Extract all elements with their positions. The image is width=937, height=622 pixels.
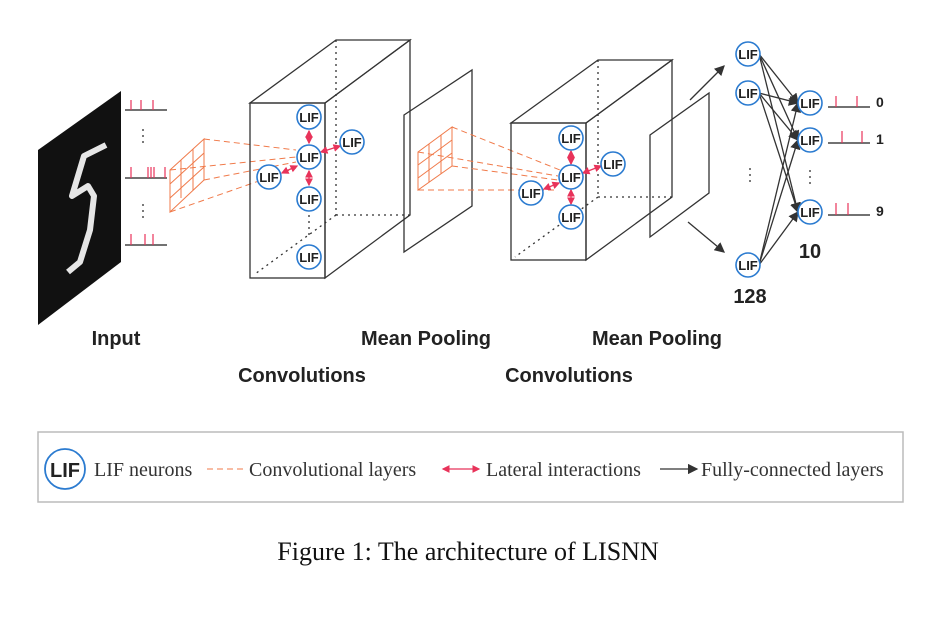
output-label-1: 1 bbox=[876, 131, 884, 147]
hidden-count: 128 bbox=[733, 286, 766, 308]
lif-neuron bbox=[797, 199, 823, 225]
input-spike-trains bbox=[125, 100, 167, 246]
legend-fully-connected-layers: Fully-connected layers bbox=[701, 459, 884, 481]
lif-neuron bbox=[296, 104, 322, 130]
lif-neuron-label: LIF bbox=[738, 86, 758, 101]
label-input: Input bbox=[92, 328, 141, 350]
lif-neuron-label: LIF bbox=[800, 96, 820, 111]
lif-neuron-label: LIF bbox=[561, 170, 581, 185]
convolution-kernel-1 bbox=[169, 137, 297, 214]
pooling-plane-1 bbox=[403, 68, 473, 254]
fully-connected-edges bbox=[758, 53, 801, 266]
legend-lateral-interactions: Lateral interactions bbox=[486, 459, 641, 481]
lif-neuron bbox=[558, 204, 584, 230]
legend-lif-neurons: LIF neurons bbox=[94, 459, 193, 481]
figure-caption: Figure 1: The architecture of LISNN bbox=[277, 537, 659, 566]
legend-convolutional-layers: Convolutional layers bbox=[249, 459, 416, 481]
lif-neuron-label: LIF bbox=[800, 133, 820, 148]
lif-neuron-label: LIF bbox=[259, 170, 279, 185]
lif-neurons: LIF LIF LIF LIF LIF LIF LIF LIF LIF LIF LIF LIF LIF L… bbox=[256, 41, 823, 278]
fc-edge bbox=[758, 101, 801, 266]
lif-neuron-label: LIF bbox=[342, 135, 362, 150]
lif-neuron-label: LIF bbox=[561, 131, 581, 146]
lif-neuron bbox=[797, 127, 823, 153]
lif-neuron bbox=[600, 151, 626, 177]
lif-neuron-label: LIF bbox=[603, 157, 623, 172]
label-mean-pooling-2: Mean Pooling bbox=[592, 328, 722, 350]
output-count: 10 bbox=[799, 241, 821, 263]
fc-edge bbox=[758, 53, 801, 214]
fc-edge bbox=[758, 92, 800, 106]
fc-arrow-up bbox=[689, 65, 725, 101]
lif-neuron bbox=[735, 80, 761, 106]
fc-edge bbox=[758, 210, 799, 266]
lif-neuron-label: LIF bbox=[738, 47, 758, 62]
fc-edge bbox=[758, 92, 801, 214]
lif-neuron bbox=[256, 164, 282, 190]
fc-edge bbox=[758, 53, 799, 142]
lif-neuron bbox=[296, 186, 322, 212]
convolution-kernel-2 bbox=[417, 126, 561, 191]
lif-neuron-label: LIF bbox=[561, 210, 581, 225]
pooling-plane-2 bbox=[649, 91, 710, 239]
lif-neuron bbox=[518, 180, 544, 206]
lif-neuron bbox=[339, 129, 365, 155]
lif-neuron-label: LIF bbox=[299, 192, 319, 207]
convolution-volume-1 bbox=[248, 38, 412, 280]
convolution-volume-2 bbox=[508, 58, 674, 262]
lif-neuron-label: LIF bbox=[299, 150, 319, 165]
lif-neuron bbox=[296, 144, 322, 170]
lif-neuron bbox=[558, 125, 584, 151]
lif-neuron bbox=[558, 164, 584, 190]
output-label-0: 0 bbox=[876, 94, 884, 110]
lif-neuron-label: LIF bbox=[521, 186, 541, 201]
label-convolutions-2: Convolutions bbox=[505, 365, 633, 387]
output-label-9: 9 bbox=[876, 203, 884, 219]
label-mean-pooling-1: Mean Pooling bbox=[361, 328, 491, 350]
input-digit-image bbox=[38, 91, 121, 325]
output-spike-trains bbox=[828, 96, 870, 216]
fc-edge bbox=[758, 138, 801, 266]
lif-neuron bbox=[296, 244, 322, 270]
lif-neuron-label: LIF bbox=[299, 250, 319, 265]
lateral-interactions bbox=[280, 129, 603, 206]
lif-neuron-label: LIF bbox=[738, 258, 758, 273]
legend-lif-icon bbox=[44, 448, 86, 490]
lif-neuron bbox=[735, 252, 761, 278]
fc-edge bbox=[758, 53, 799, 105]
lif-neuron-label: LIF bbox=[299, 110, 319, 125]
fc-arrow-down bbox=[687, 221, 725, 253]
label-convolutions-1: Convolutions bbox=[238, 365, 366, 387]
lif-neuron bbox=[735, 41, 761, 67]
lif-neuron-label: LIF bbox=[800, 205, 820, 220]
legend-lif-icon-text: LIF bbox=[50, 460, 80, 482]
legend: LIF LIF neurons Convolutional layers Lat… bbox=[37, 431, 904, 503]
lif-neuron bbox=[797, 90, 823, 116]
